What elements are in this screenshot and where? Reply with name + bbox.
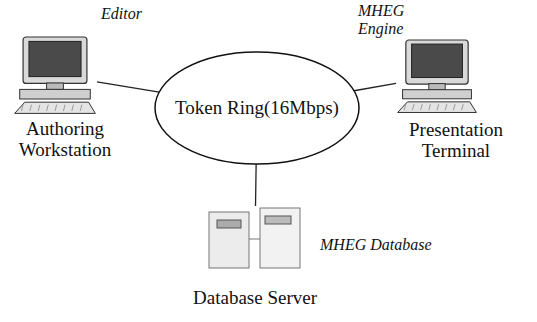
network-link (255, 164, 257, 206)
software-label: MHEG Database (320, 236, 460, 254)
server-station: MHEG DatabaseDatabase Server (180, 206, 462, 318)
computer-station: MHEG EnginePresentation Terminal (358, 2, 533, 174)
computer-icon (396, 38, 478, 114)
station-name: Presentation Terminal (386, 120, 526, 162)
station-name: Database Server (180, 288, 330, 309)
software-label: Editor (101, 5, 161, 23)
computer-icon (13, 35, 97, 115)
computer-station: EditorAuthoring Workstation (5, 5, 163, 175)
software-label: MHEG Engine (358, 2, 416, 37)
server-icon (205, 206, 305, 272)
network-ring: Token Ring(16Mbps) (153, 50, 361, 166)
network-link (354, 83, 396, 90)
station-name: Authoring Workstation (5, 119, 125, 161)
network-link (97, 82, 159, 92)
network-label: Token Ring(16Mbps) (175, 97, 339, 119)
